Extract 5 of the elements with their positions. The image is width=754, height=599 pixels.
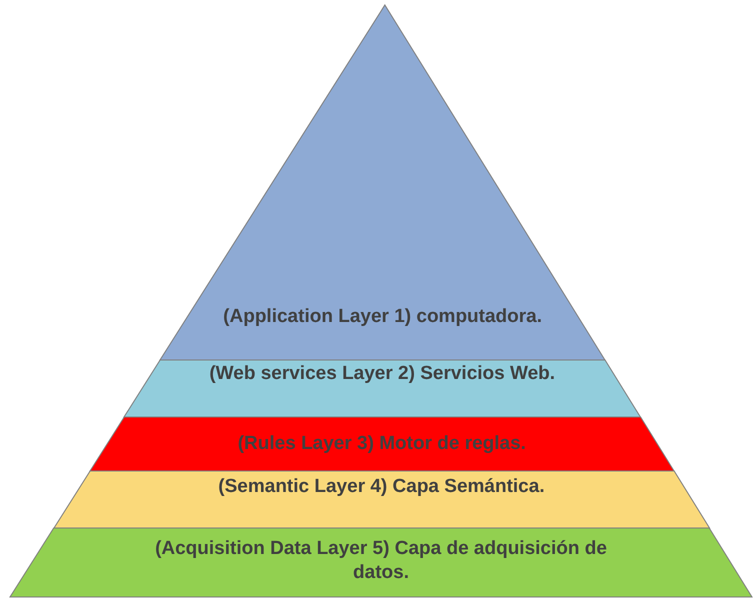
- layer-label: (Application Layer 1) computadora.: [222, 305, 543, 329]
- layer-label: (Web services Layer 2) Servicios Web.: [208, 362, 556, 386]
- layer-label: (Semantic Layer 4) Capa Semántica.: [217, 475, 546, 499]
- layer-label: (Rules Layer 3) Motor de reglas.: [236, 432, 527, 456]
- layer-label: (Acquisition Data Layer 5) Capa de adquisición de datos.: [154, 537, 608, 585]
